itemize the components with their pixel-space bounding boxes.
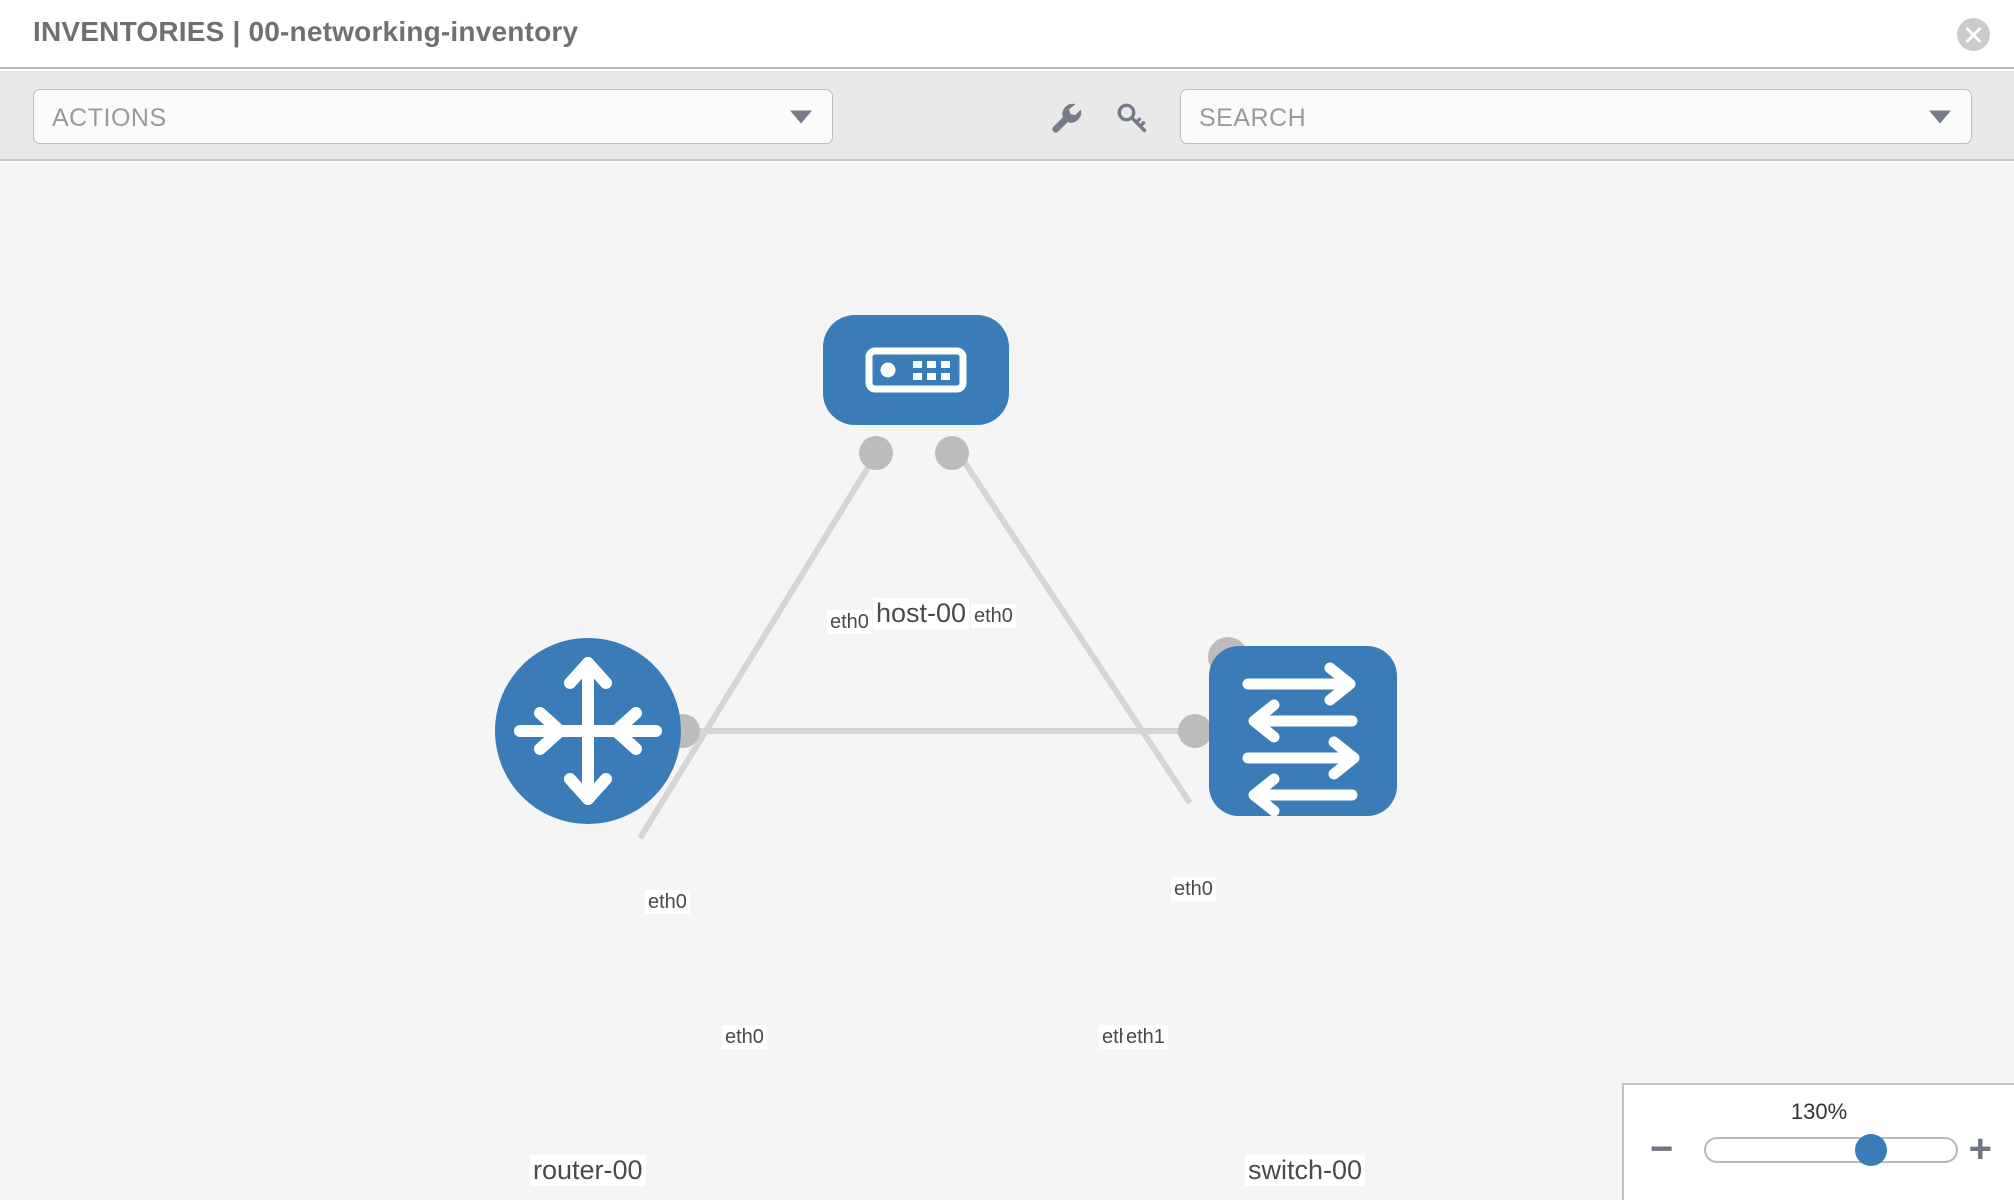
edge-label-iface: eth0 <box>971 604 1016 628</box>
zoom-in-button[interactable]: + <box>1968 1127 1992 1171</box>
connector-nub <box>935 436 969 470</box>
node-host-00 <box>823 315 1009 425</box>
search-placeholder-label: SEARCH <box>1199 104 1307 132</box>
wrench-icon[interactable] <box>1046 98 1084 136</box>
edge-label-iface: eth0 <box>1171 877 1216 901</box>
edge-host-router <box>637 446 883 840</box>
actions-dropdown[interactable]: ACTIONS <box>33 89 833 144</box>
toolbar: ACTIONS SEARCH <box>0 71 2014 161</box>
search-input[interactable]: SEARCH <box>1180 89 1972 144</box>
node-label-host-00: host-00 <box>873 598 970 629</box>
connector-nub <box>859 436 893 470</box>
connector-nub <box>1178 714 1212 748</box>
page-header: INVENTORIES | 00-networking-inventory <box>0 0 2014 69</box>
chevron-down-icon <box>1929 110 1951 123</box>
node-switch-00 <box>1209 646 1397 817</box>
node-label-switch-00: switch-00 <box>1245 1155 1366 1186</box>
topology-edges <box>637 446 1193 840</box>
server-device-icon <box>865 347 967 393</box>
topology-connectors <box>666 436 1248 748</box>
edge-label-iface: eth1 <box>1123 1025 1168 1049</box>
node-label-router-00: router-00 <box>530 1155 646 1186</box>
edge-label-iface: eth0 <box>722 1025 767 1049</box>
router-arrows-icon <box>514 657 662 805</box>
edge-label-iface: eth0 <box>827 610 872 634</box>
zoom-control-panel: 130% − + <box>1622 1083 2014 1200</box>
actions-dropdown-label: ACTIONS <box>52 104 167 132</box>
edge-label-iface: eth0 <box>645 890 690 914</box>
zoom-percent-label: 130% <box>1790 1099 1848 1124</box>
page-title: INVENTORIES | 00-networking-inventory <box>33 16 579 47</box>
edge-host-switch <box>952 446 1193 805</box>
key-icon[interactable] <box>1113 98 1151 136</box>
zoom-slider-thumb[interactable] <box>1855 1134 1887 1166</box>
zoom-slider[interactable] <box>1704 1134 1958 1166</box>
topology-canvas[interactable]: eth0 eth0 eth0 eth0 eth0 eth eth1 host-0… <box>0 163 2014 1200</box>
node-router-00 <box>495 638 681 824</box>
switch-arrows-icon <box>1242 662 1360 817</box>
zoom-out-button[interactable]: − <box>1650 1127 1674 1171</box>
close-icon[interactable] <box>1957 18 1990 51</box>
chevron-down-icon <box>790 110 812 123</box>
